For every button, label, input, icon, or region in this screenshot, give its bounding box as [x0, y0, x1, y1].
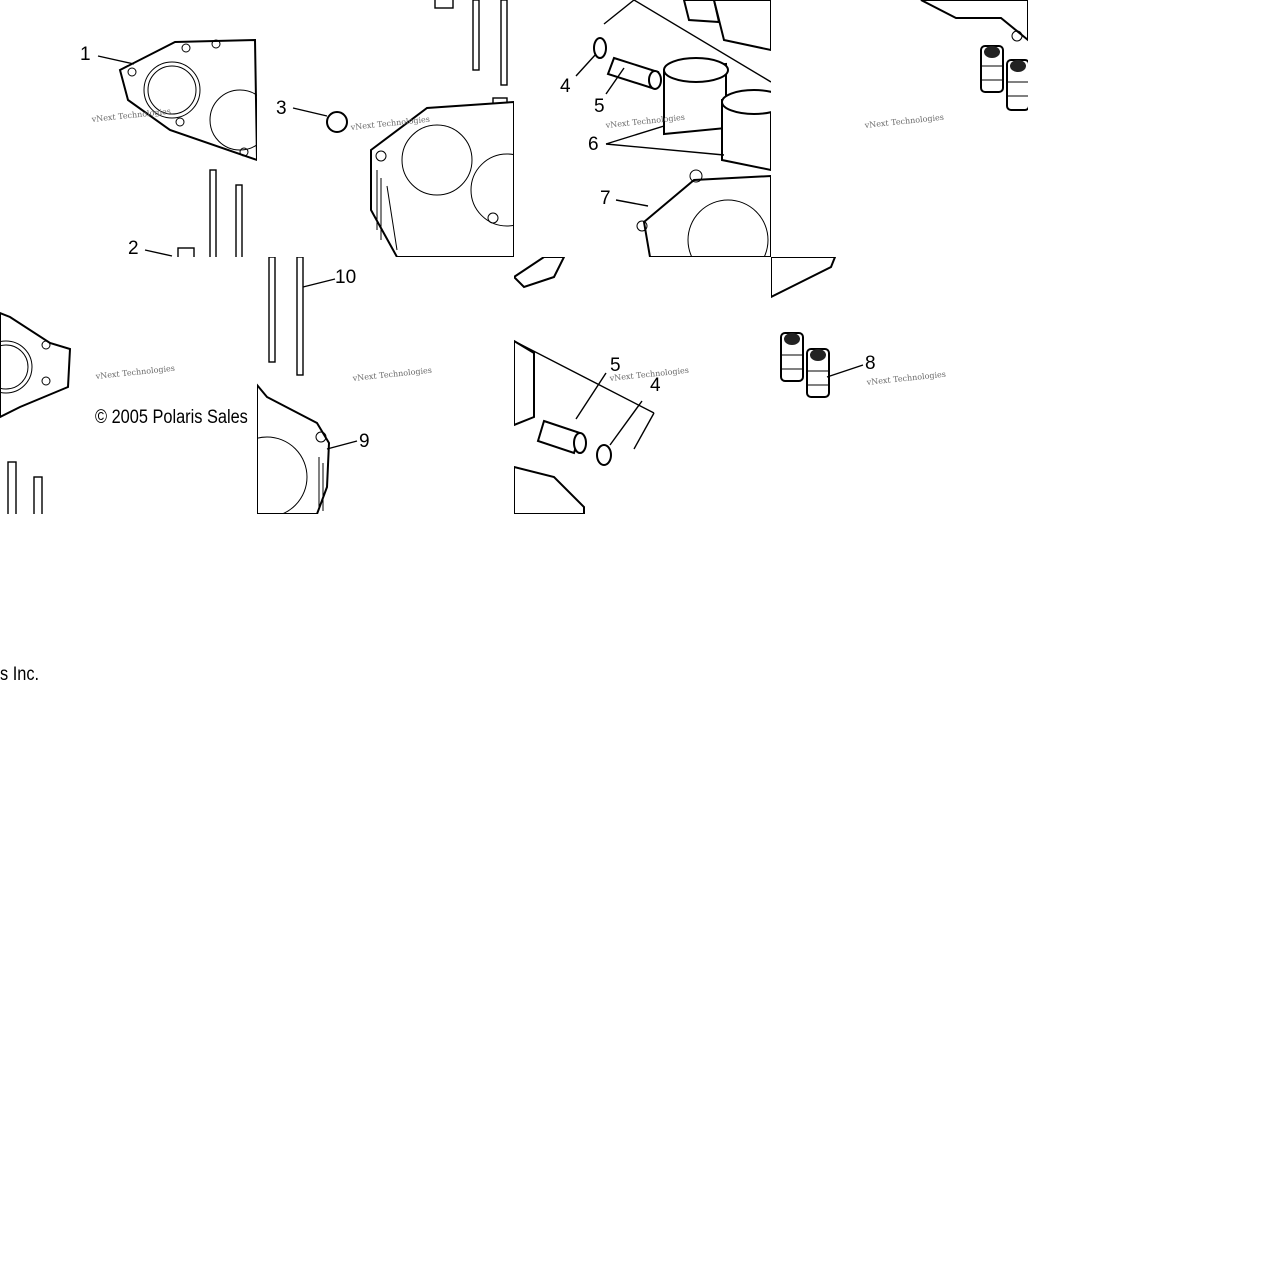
tile-r2-c2: 10 9 vNext Technologies — [257, 257, 514, 514]
tile-r1-c2: 3 vNext Technologies — [257, 0, 514, 257]
studs-cylinder-drawing: 10 9 vNext Technologies — [257, 257, 432, 514]
pin-clip-drawing: 5 4 vNext Technologies — [514, 257, 689, 514]
watermark: vNext Technologies — [351, 366, 432, 383]
copyright-line-part1: © 2005 Polaris Sales — [95, 407, 248, 428]
tile-r2-c4: 8 vNext Technologies — [771, 257, 1028, 514]
tile-r2-c1: vNext Technologies © 2005 Polaris Sales — [0, 257, 257, 514]
callout-4: 4 — [560, 76, 571, 97]
watermark: vNext Technologies — [94, 364, 175, 381]
callout-1: 1 — [80, 44, 91, 65]
tile-r1-c1: 1 2 vNext Technologies — [0, 0, 257, 257]
gasket-studs-drawing: vNext Technologies — [0, 311, 175, 514]
callout-7: 7 — [600, 188, 611, 209]
bushings-drawing: vNext Technologies — [863, 0, 1028, 130]
piston-drawing: 4 5 6 7 vNext Technologies — [560, 0, 771, 257]
cylinder-drawing: 3 vNext Technologies — [276, 0, 514, 257]
callout-6: 6 — [588, 134, 599, 155]
copyright-line-part2: s Inc. — [0, 664, 40, 685]
head-gasket-drawing: 1 2 vNext Technologies — [80, 38, 257, 257]
callout-5: 5 — [594, 96, 605, 117]
callout-10: 10 — [335, 267, 356, 288]
callout-9: 9 — [359, 431, 370, 452]
callout-8: 8 — [865, 353, 876, 374]
callout-5b: 5 — [610, 355, 621, 376]
bushings-callout-drawing: 8 vNext Technologies — [771, 257, 946, 398]
watermark: vNext Technologies — [863, 113, 944, 130]
callout-2: 2 — [128, 238, 139, 257]
callout-4b: 4 — [650, 375, 661, 396]
callout-3: 3 — [276, 98, 287, 119]
tile-r2-c3: 5 4 vNext Technologies — [514, 257, 771, 514]
watermark: vNext Technologies — [865, 370, 946, 387]
tile-r1-c3: 4 5 6 7 vNext Technologies — [514, 0, 771, 257]
tile-r1-c4: vNext Technologies — [771, 0, 1028, 257]
